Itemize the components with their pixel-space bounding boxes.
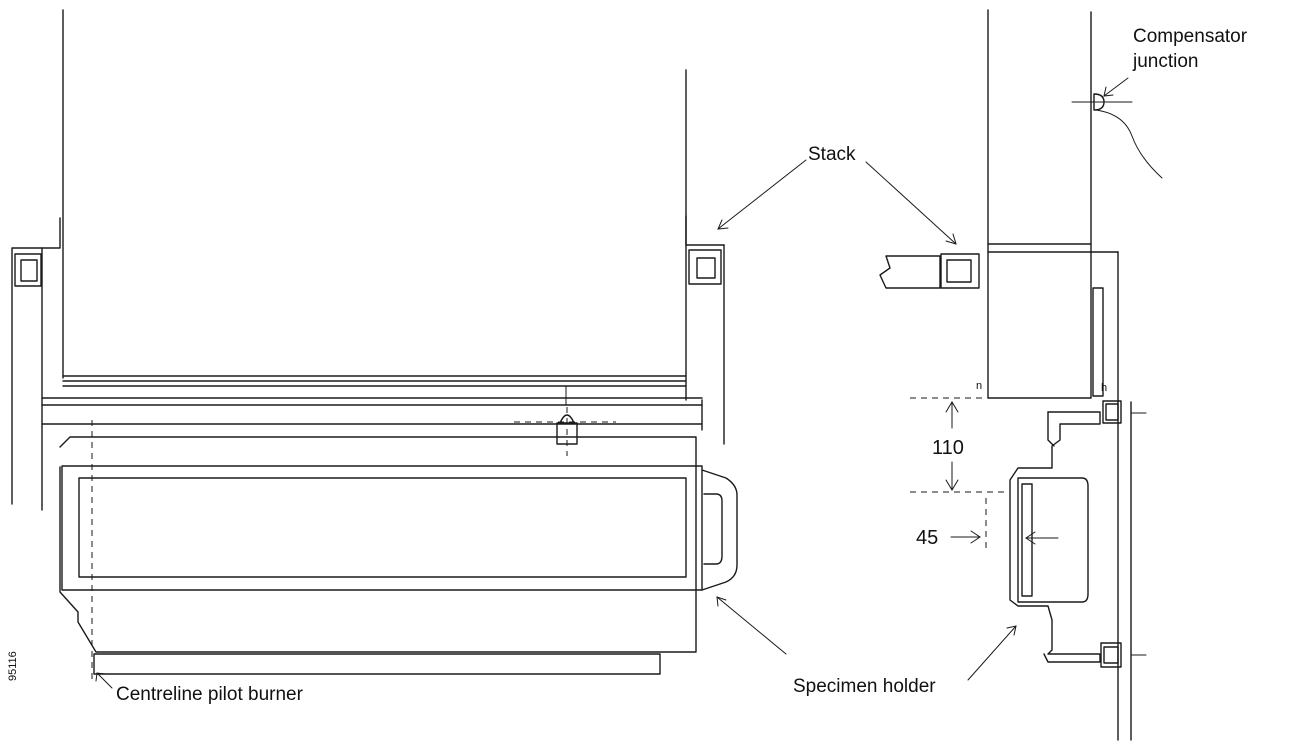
compensator-junction-symbol (1071, 93, 1163, 179)
dimension-marks (910, 397, 1059, 548)
left-frame-column (11, 217, 61, 511)
right-frame-column (685, 215, 725, 445)
front-elevation-view (11, 9, 807, 689)
compensator-label-line1: Compensator (1133, 26, 1248, 47)
leader-lines-front (95, 159, 807, 689)
specimen-holder-side (1009, 400, 1147, 741)
compensator-label-line2: junction (1132, 51, 1199, 72)
figure-number: 95116 (7, 651, 19, 681)
stack-section-box: h n (879, 243, 1119, 403)
centreline-pilot-burner-label: Centreline pilot burner (116, 684, 304, 705)
dimension-45: 45 (916, 527, 938, 549)
specimen-holder-label: Specimen holder (793, 676, 936, 697)
horizontal-rails (41, 375, 703, 425)
pilot-burner-symbol (514, 407, 616, 456)
side-section-view: h n (865, 9, 1163, 741)
dimension-110: 110 (932, 437, 964, 459)
svg-text:n: n (976, 380, 982, 392)
leader-lines-side (865, 77, 1129, 681)
svg-text:h: h (1101, 382, 1107, 394)
stack-label: Stack (808, 144, 856, 165)
specimen-holder-frame (59, 420, 738, 680)
